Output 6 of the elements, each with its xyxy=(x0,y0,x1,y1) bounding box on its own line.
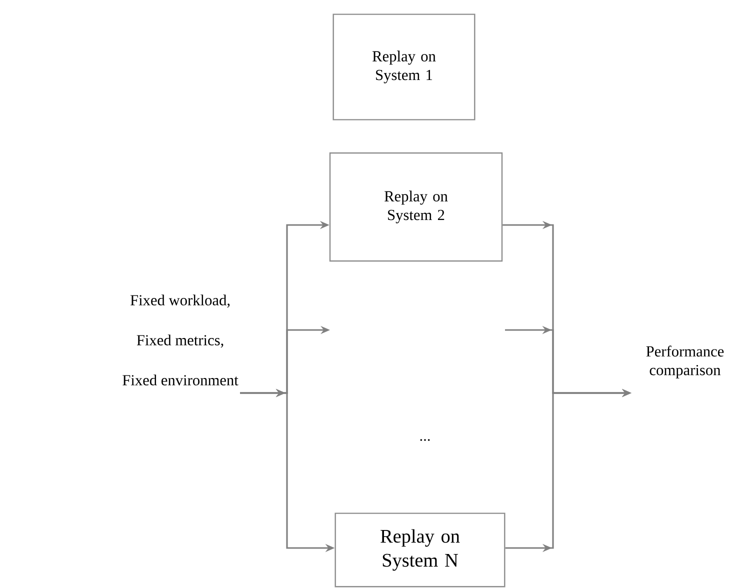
process-box: Replay on System N xyxy=(334,512,506,588)
process-box: Replay on System 1 xyxy=(332,14,476,120)
input-text: Fixed workload, Fixed metrics, Fixed environment xyxy=(122,294,238,386)
process-box: Replay on System 2 xyxy=(329,152,503,262)
ellipsis-label: ... xyxy=(420,439,430,441)
output-text: Performance comparison xyxy=(646,346,724,378)
